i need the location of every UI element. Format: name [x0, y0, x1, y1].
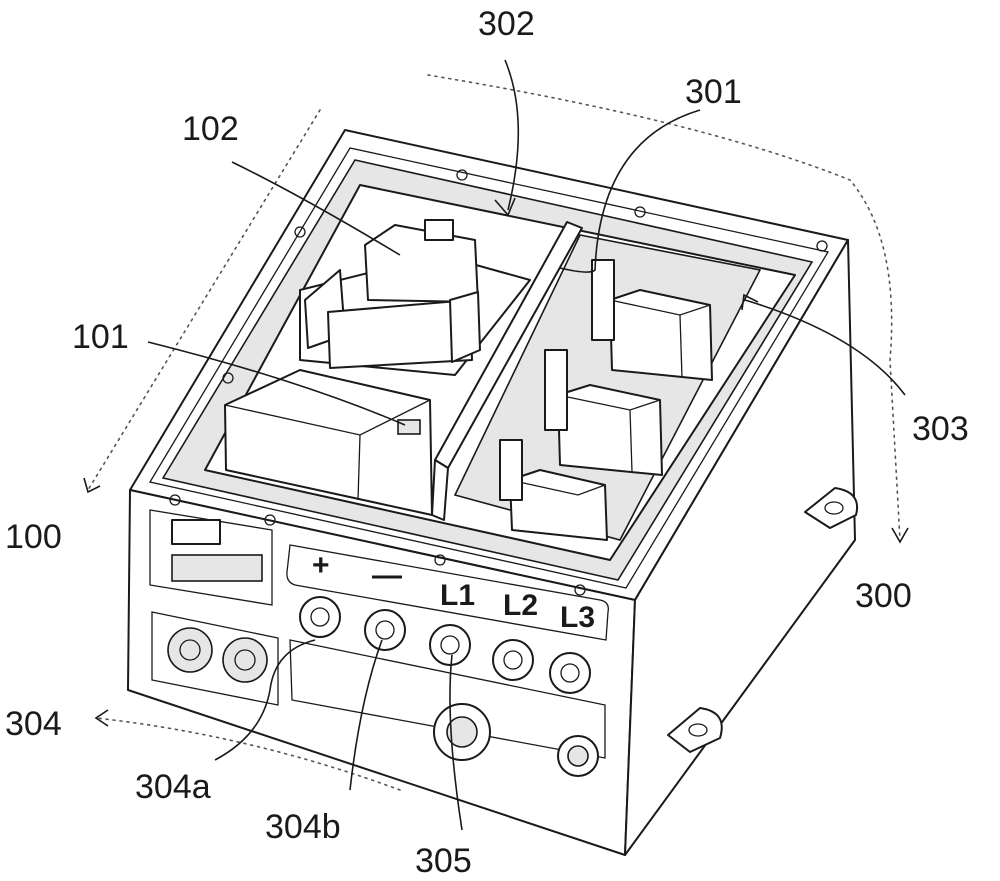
label-303: 303: [912, 410, 969, 448]
gasket-line: [148, 147, 830, 589]
boundary-100: [87, 109, 321, 491]
block-edge-2: [357, 434, 361, 501]
arrow-304: [94, 709, 109, 727]
housing-right-face: [624, 239, 856, 856]
leader-305: [449, 654, 463, 831]
socket-l3: [549, 652, 591, 694]
rim-screws: [169, 169, 828, 596]
transformer-coil-right: [449, 291, 481, 363]
chip-101: [397, 419, 421, 435]
terminal-label-plus: +: [312, 549, 330, 582]
transformer-coil-front: [327, 299, 473, 369]
reference-labels: 100 101 102 300 301 302 303 304 304a 304…: [5, 5, 969, 880]
socket-plus: [299, 596, 341, 638]
mounting-tab-bottom: [667, 707, 723, 753]
boundary-300: [427, 74, 901, 541]
data-connector-2: [171, 554, 263, 582]
component-block-101: [224, 369, 433, 516]
partition-side: [431, 459, 449, 521]
connector-stack-2: [544, 349, 568, 431]
transformer-core-102: [364, 224, 479, 303]
terminal-label-minus: —: [372, 559, 402, 592]
left-compartment: [224, 219, 531, 516]
terminal-sockets: [299, 596, 591, 694]
transformer-cap: [424, 219, 454, 241]
leader-lines: [147, 59, 906, 831]
connector-stack-3: [499, 439, 523, 501]
partition-wall: [431, 221, 583, 521]
socket-l1: [429, 624, 471, 666]
leader-304b: [349, 639, 383, 791]
boundary-304: [95, 717, 401, 791]
tab-hole-top: [824, 501, 844, 515]
label-100: 100: [5, 518, 62, 556]
label-302: 302: [478, 5, 535, 43]
leader-303: [744, 299, 906, 396]
terminal-label-l1: L1: [440, 579, 475, 612]
label-304a: 304a: [135, 768, 211, 806]
socket-minus: [364, 609, 406, 651]
leader-304a: [214, 639, 316, 761]
relay-1-edge-2: [679, 314, 683, 379]
round-connector-2: [222, 637, 268, 683]
socket-l2: [492, 639, 534, 681]
arrow-303: [741, 293, 759, 311]
leader-301: [559, 109, 701, 273]
right-compartment: [453, 234, 762, 541]
relay-3: [509, 469, 608, 541]
connector-stack-1: [591, 259, 615, 341]
round-connector-1: [167, 627, 213, 673]
label-304b: 304b: [265, 808, 341, 846]
round-connector-recess: [151, 611, 279, 706]
label-304: 304: [5, 705, 62, 743]
arrow-100: [83, 477, 101, 494]
label-102: 102: [182, 110, 239, 148]
terminal-label-l2: L2: [503, 589, 538, 622]
arrow-302: [494, 197, 516, 217]
leader-102: [231, 161, 401, 256]
arrow-300: [891, 527, 909, 544]
terminal-label-strip: [286, 544, 609, 641]
connector-recess: [149, 509, 273, 606]
label-305: 305: [415, 842, 472, 880]
terminal-markings: + — L1 L2 L3: [312, 549, 595, 634]
dotted-boundaries: [83, 74, 909, 791]
lower-recess: [289, 639, 606, 759]
terminal-label-l3: L3: [560, 601, 595, 634]
relay-2-edge-2: [629, 409, 633, 473]
label-300: 300: [855, 577, 912, 615]
front-panel: [149, 509, 609, 777]
leader-101: [147, 341, 406, 426]
mounting-tab-top: [804, 487, 858, 529]
label-301: 301: [685, 73, 742, 111]
tab-hole-bottom: [688, 723, 708, 737]
mounting-tabs: [667, 487, 858, 753]
leader-302: [504, 59, 520, 211]
relay-3-edge: [509, 479, 606, 496]
label-101: 101: [72, 318, 129, 356]
data-connector-1: [171, 519, 221, 545]
